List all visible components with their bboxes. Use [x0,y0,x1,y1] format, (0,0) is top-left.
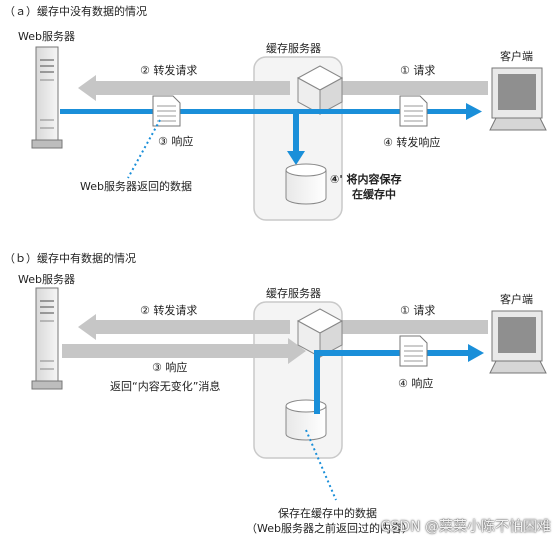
step2-label-b: ② 转发请求 [140,304,198,317]
step4p-label-line2-a: 在缓存中 [352,188,396,201]
step3-label-a: ③ 响应 [158,135,194,148]
web-server-label-a: Web服务器 [18,30,75,43]
cache-cube-b [296,308,344,358]
cache-server-label-b: 缓存服务器 [266,287,321,300]
note-label-a: Web服务器返回的数据 [80,180,192,193]
cache-cube-a [296,65,344,115]
cache-note-line2-b: （Web服务器之前返回过的内容） [246,522,413,535]
step4-label-a: ④ 转发响应 [383,136,441,149]
step1-label-b: ① 请求 [400,304,436,317]
client-label-a: 客户端 [500,50,533,63]
blue-down-line-a [293,111,299,153]
gray-arrow-forward-b [78,314,290,340]
blue-flow-line-a [60,109,468,114]
web-server-icon-a [31,46,63,149]
blue-arrowhead-client-a [466,103,482,120]
client-label-b: 客户端 [500,293,533,306]
client-pc-icon-a [489,67,547,131]
document-icon-a2 [399,95,428,127]
document-icon-a1 [152,95,181,127]
client-pc-icon-b [489,310,547,374]
blue-down-arrowhead-a [287,151,305,165]
watermark: CSDN @菜菜小陈不怕困难 [380,519,551,535]
section-b-title: （ｂ）缓存中有数据的情况 [4,252,136,265]
document-icon-b [399,335,428,367]
gray-arrow-response-b [62,338,306,364]
step1-label-a: ① 请求 [400,64,436,77]
cache-server-label-a: 缓存服务器 [266,42,321,55]
blue-flow-line-b [314,350,470,356]
step3-label-b: ③ 响应 [152,361,188,374]
step2-label-a: ② 转发请求 [140,64,198,77]
gray-arrow-forward-a [78,75,290,101]
web-server-label-b: Web服务器 [18,273,75,286]
gray-arrow-request-b [300,313,488,341]
cache-storage-icon-a [285,163,327,205]
step4-label-b: ④ 响应 [398,377,434,390]
blue-arrowhead-client-b [468,344,484,362]
cache-note-line1-b: 保存在缓存中的数据 [278,507,377,520]
note-label-b: 返回“内容无变化”消息 [110,380,221,393]
section-a-title: （ａ）缓存中没有数据的情况 [4,5,147,18]
gray-arrow-request-a [300,74,488,102]
web-server-icon-b [31,287,63,390]
step4p-label-line1-a: ④' 将内容保存 [330,173,402,186]
dotted-note-line-a [127,119,161,179]
blue-up-line-b [314,352,320,414]
